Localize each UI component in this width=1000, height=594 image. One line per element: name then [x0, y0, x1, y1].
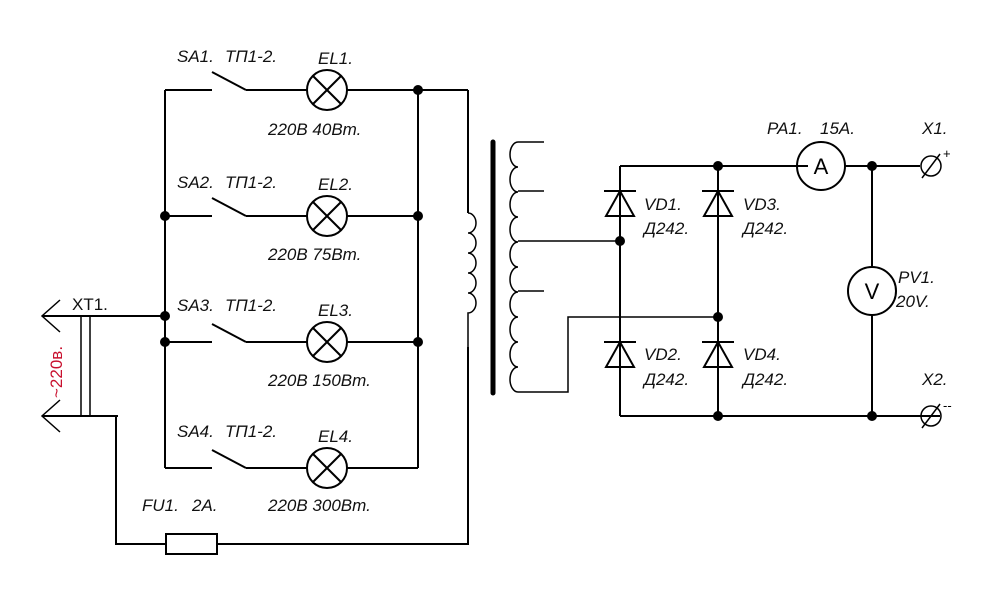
lamp-rating-label: 220В 150Вт. [267, 371, 371, 390]
junction-dot [413, 211, 423, 221]
switch-type-label: ТП1-2. [225, 422, 277, 441]
x1-polarity: + [943, 146, 951, 161]
switch-sa2-icon[interactable] [211, 197, 247, 217]
switch-type-label: ТП1-2. [225, 296, 277, 315]
diode-vd2-icon [604, 339, 636, 368]
junction-dot [413, 85, 423, 95]
junction-dot [867, 161, 877, 171]
vd2-type-label: Д242. [642, 370, 689, 389]
diode-vd3-icon [702, 188, 734, 217]
switch-label: SA3. [177, 296, 214, 315]
ammeter: A PA1. 15A. [767, 119, 920, 191]
x1-label: X1. [921, 119, 948, 138]
junction-dot [413, 337, 423, 347]
junction-dot [867, 411, 877, 421]
switch-type-label: ТП1-2. [225, 47, 277, 66]
switch-sa1-icon[interactable] [211, 71, 247, 91]
lamp-el4-icon [306, 447, 348, 489]
primary-coil-icon [467, 212, 477, 347]
junction-dot [615, 236, 625, 246]
branch-2: SA2. ТП1-2. EL2. 220В 75Вт. [160, 173, 423, 264]
voltmeter-ref-label: PV1. [898, 268, 935, 287]
vd3-ref-label: VD3. [743, 195, 781, 214]
vd3-type-label: Д242. [741, 219, 788, 238]
output-terminal-x1[interactable]: X1. + [920, 119, 951, 179]
secondary-bottom-wire [518, 316, 718, 393]
lamp-label: EL2. [318, 175, 353, 194]
lamp-label: EL4. [318, 427, 353, 446]
terminal-icon [920, 405, 942, 427]
lamp-rating-label: 220В 40Вт. [267, 120, 361, 139]
transformer [467, 139, 718, 396]
terminal-icon [920, 155, 942, 177]
fuse-ref-label: FU1. [142, 496, 179, 515]
terminal-slash [921, 153, 941, 179]
switch-sa4-icon[interactable] [211, 449, 247, 469]
secondary-coil-icon [509, 141, 519, 393]
vd4-type-label: Д242. [741, 370, 788, 389]
voltmeter-rating-label: 20V. [895, 292, 930, 311]
lamp-rating-label: 220В 300Вт. [267, 496, 371, 515]
lamp-el1-icon [306, 69, 348, 111]
branch-3: SA3. ТП1-2. EL3. 220В 150Вт. [160, 296, 423, 390]
vd4-ref-label: VD4. [743, 345, 781, 364]
lamp-label: EL3. [318, 301, 353, 320]
x2-label: X2. [921, 370, 948, 389]
switch-type-label: ТП1-2. [225, 173, 277, 192]
junction-dot [160, 311, 170, 321]
branch-4: SA4. ТП1-2. EL4. 220В 300Вт. [165, 422, 418, 515]
supply-terminal: XT1. ~220в. [40, 295, 165, 433]
lamp-el3-icon [306, 321, 348, 363]
switch-label: SA2. [177, 173, 214, 192]
lamp-rating-label: 220В 75Вт. [267, 245, 361, 264]
diode-vd4-icon [702, 339, 734, 368]
fuse-wire-left [115, 416, 166, 545]
output-terminal-x2[interactable]: X2. -- [920, 370, 952, 429]
diode-vd1-icon [604, 188, 636, 217]
switch-label: SA1. [177, 47, 214, 66]
lamp-label: EL1. [318, 49, 353, 68]
switch-label: SA4. [177, 422, 214, 441]
supply-terminal-label: XT1. [72, 295, 108, 314]
branch-1: SA1. ТП1-2. EL1. 220В 40Вт. [165, 47, 423, 139]
junction-dot [160, 337, 170, 347]
ammeter-ref-label: PA1. [767, 119, 803, 138]
junction-dot [713, 411, 723, 421]
fuse-icon [165, 533, 218, 555]
junction-dot [160, 211, 170, 221]
vd1-type-label: Д242. [642, 219, 689, 238]
vd1-ref-label: VD1. [644, 195, 682, 214]
x2-polarity: -- [943, 398, 952, 413]
terminal-slash [921, 403, 941, 429]
voltmeter-symbol: V [865, 279, 880, 304]
switch-sa3-icon[interactable] [211, 323, 247, 343]
vd2-ref-label: VD2. [644, 345, 682, 364]
ammeter-symbol: A [814, 154, 829, 179]
fuse-wire-right [217, 347, 469, 545]
diode-bridge: VD1. Д242. VD2. Д242. VD3. Д242. VD4. Д2… [604, 161, 940, 421]
ammeter-rating-label: 15A. [820, 119, 855, 138]
junction-dot [713, 312, 723, 322]
voltmeter: V PV1. 20V. [847, 161, 935, 421]
supply-voltage-label: ~220в. [47, 346, 66, 398]
lamp-el2-icon [306, 195, 348, 237]
fuse-rating-label: 2A. [191, 496, 218, 515]
fuse-circuit: FU1. 2A. [115, 347, 469, 555]
junction-dot [713, 161, 723, 171]
